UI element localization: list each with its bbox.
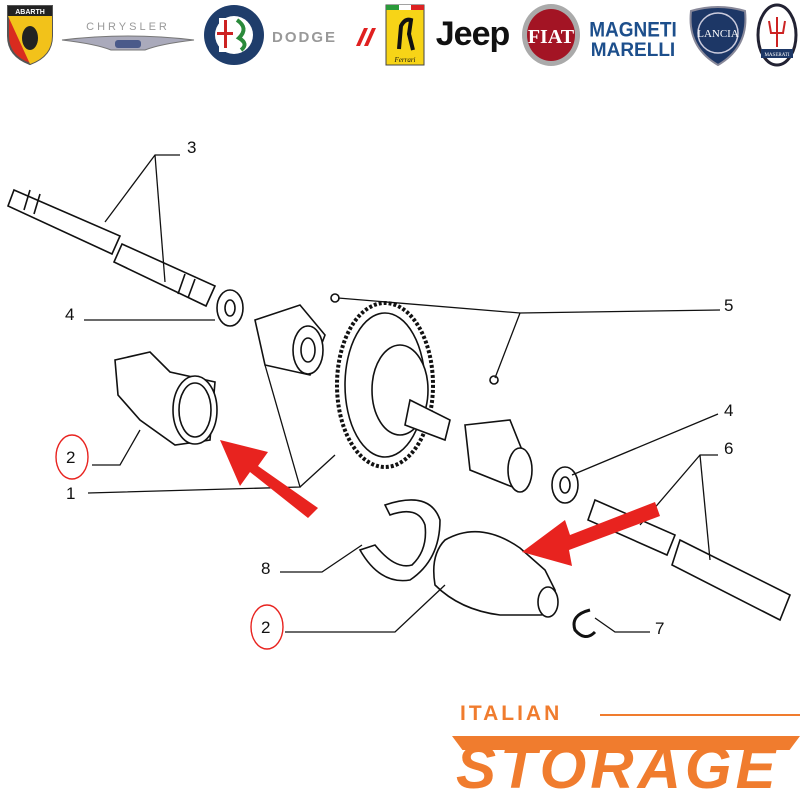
svg-text:LANCIA: LANCIA — [697, 28, 739, 40]
red-arrow-right — [522, 502, 660, 566]
callout-4-right: 4 — [724, 401, 734, 420]
callout-7: 7 — [655, 619, 665, 638]
boot-clamp — [358, 499, 441, 582]
jeep-logo: Jeep — [435, 14, 510, 53]
brand-bottom-text: STORAGE — [456, 734, 780, 801]
svg-text:Ferrari: Ferrari — [394, 56, 416, 64]
callout-5: 5 — [724, 296, 734, 315]
ferrari-logo: Ferrari — [385, 4, 425, 66]
svg-text:MAGNETI: MAGNETI — [589, 19, 677, 42]
callout-4-left: 4 — [65, 305, 75, 324]
lancia-logo: LANCIA — [685, 3, 751, 67]
right-protective-boot — [432, 530, 559, 618]
callout-6: 6 — [724, 439, 734, 458]
svg-text:FIAT: FIAT — [528, 26, 575, 48]
maserati-logo: MASERATI — [756, 3, 798, 67]
left-protective-boot — [114, 351, 218, 446]
svg-text:MASERATI: MASERATI — [764, 53, 789, 58]
dodge-logo: DODGE — [270, 22, 376, 50]
chrysler-logo: CHRYSLER — [60, 14, 196, 54]
brand-logos-strip: ABARTH CHRYSLER DODGE Ferrari Jeep FIAT … — [0, 0, 800, 70]
circlip — [572, 608, 597, 638]
callout-2-lower: 2 — [261, 618, 271, 637]
italian-storage-logo: ITALIAN STORAGE — [452, 700, 800, 800]
abarth-logo: ABARTH — [4, 2, 56, 66]
right-inner-joint — [464, 419, 533, 493]
brand-top-text: ITALIAN — [460, 702, 563, 725]
callout-2-upper: 2 — [66, 448, 76, 467]
left-inner-joint — [254, 304, 326, 376]
callout-3: 3 — [187, 138, 197, 157]
svg-text:ABARTH: ABARTH — [15, 9, 45, 16]
callout-1: 1 — [66, 484, 76, 503]
callout-8: 8 — [261, 559, 271, 578]
highlight-circle-2-upper — [55, 434, 89, 480]
svg-text:CHRYSLER: CHRYSLER — [86, 21, 170, 33]
svg-text:DODGE: DODGE — [272, 29, 337, 46]
brand-line — [600, 714, 800, 716]
alfa-romeo-logo — [203, 4, 265, 66]
highlight-circle-2-lower — [250, 604, 284, 650]
differential-ring-gear — [335, 301, 451, 469]
red-arrow-left — [220, 440, 318, 518]
fiat-logo: FIAT — [520, 3, 582, 67]
svg-text:MARELLI: MARELLI — [591, 40, 675, 61]
exploded-parts-diagram — [6, 154, 792, 650]
brand-bar — [452, 736, 800, 750]
leader-lines — [84, 154, 721, 633]
right-axle-shaft — [587, 498, 792, 622]
left-axle-shaft — [6, 188, 217, 308]
highlight-arrows — [220, 440, 660, 566]
